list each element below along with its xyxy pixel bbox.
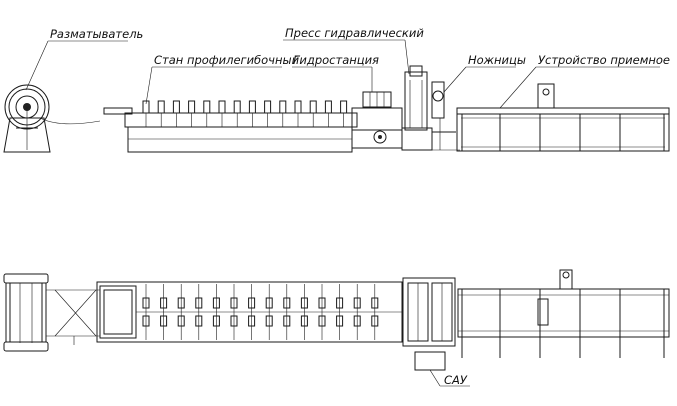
side-view: Разматыватель Стан профилегибочный Пресс… — [3, 26, 670, 153]
roll-stand-side — [248, 100, 256, 127]
roll-stand-side — [340, 100, 348, 127]
receiving-device-side — [456, 83, 670, 152]
label-hydraulic-press: Пресс гидравлический — [285, 26, 424, 40]
roll-stand-side — [142, 100, 150, 127]
roll-former-top — [96, 281, 403, 343]
receiving-device-top — [457, 269, 670, 358]
roll-stand-top — [353, 284, 361, 340]
control-system-top: САУ — [414, 351, 470, 387]
roll-stand-side — [279, 100, 287, 127]
label-roll-former: Стан профилегибочный — [154, 53, 300, 67]
roll-stand-side — [203, 100, 211, 127]
roll-stand-side — [324, 100, 332, 127]
roll-stand-side — [157, 100, 165, 127]
roll-stand-side — [218, 100, 226, 127]
roll-stand-side — [188, 100, 196, 127]
roll-stand-side — [233, 100, 241, 127]
top-view: САУ — [3, 269, 670, 387]
roll-former-side — [103, 100, 403, 153]
label-hydraulic-station: Гидростанция — [293, 53, 379, 67]
roll-stand-side — [264, 100, 272, 127]
decoiler-side — [3, 84, 101, 153]
roll-stand-side — [309, 100, 317, 127]
roll-stand-top — [212, 284, 220, 340]
decoiler-top — [3, 273, 100, 352]
label-receiving-device: Устройство приемное — [538, 53, 670, 67]
hydraulic-station-side — [351, 91, 403, 149]
shears-side — [431, 81, 460, 151]
roll-stand-side — [172, 100, 180, 127]
leaders-side — [25, 39, 660, 109]
label-decoiler: Разматыватель — [50, 27, 143, 41]
hydraulic-press-side — [401, 65, 433, 151]
roll-stand-top — [318, 284, 326, 340]
label-shears: Ножницы — [468, 53, 526, 67]
roll-stand-side — [294, 100, 302, 127]
press-top — [402, 277, 456, 347]
label-control-system: САУ — [444, 373, 468, 387]
